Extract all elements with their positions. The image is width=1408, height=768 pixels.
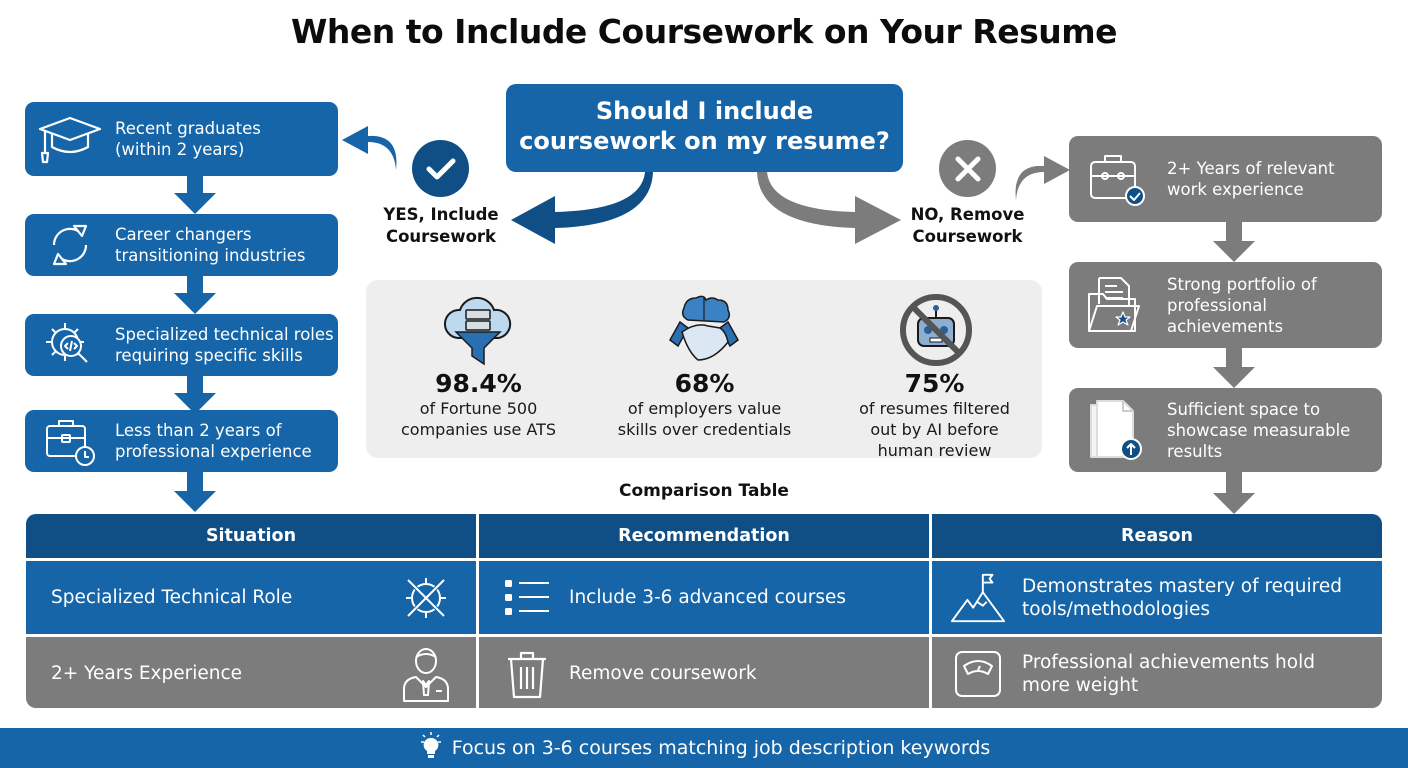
yes-item-specialized-roles: Specialized technical roles requiring spe…	[25, 314, 338, 376]
curved-arrow-right-icon	[1012, 154, 1072, 208]
cell-text: tools/methodologies	[1022, 598, 1211, 620]
item-text: professional experience	[115, 442, 312, 461]
comparison-table-title: Comparison Table	[619, 481, 789, 501]
stat-value: 68%	[674, 369, 735, 398]
comparison-table: Situation Recommendation Reason Speciali…	[26, 514, 1382, 708]
folder-star-icon	[1069, 262, 1167, 348]
down-arrow-icon	[174, 472, 216, 516]
item-text: requiring specific skills	[115, 346, 303, 365]
item-text: Career changers	[115, 225, 252, 244]
yes-item-less-than-2-years: Less than 2 years of professional experie…	[25, 410, 338, 472]
stat-desc: out by AI before	[870, 420, 999, 439]
item-text: Specialized technical roles	[115, 325, 334, 344]
item-text: results	[1167, 441, 1223, 461]
yes-item-recent-graduates: Recent graduates (within 2 years)	[25, 102, 338, 176]
stats-panel: 98.4% of Fortune 500 companies use ATS 6…	[366, 280, 1042, 460]
cell-text: Remove coursework	[569, 663, 757, 684]
stat-desc: of resumes filtered	[859, 399, 1010, 418]
header-situation: Situation	[26, 514, 476, 558]
cloud-server-funnel-icon	[440, 292, 516, 370]
question-text: coursework on my resume?	[519, 127, 890, 155]
weight-scale-icon	[950, 646, 1006, 702]
cell-text: Professional achievements hold	[1022, 651, 1315, 673]
tools-gear-icon	[398, 570, 454, 626]
item-text: transitioning industries	[115, 246, 306, 265]
question-text: Should I include	[595, 97, 814, 125]
stat-skills: 68% of employers value skills over crede…	[592, 280, 817, 458]
cell-text: 2+ Years Experience	[51, 663, 243, 684]
trash-can-icon	[499, 646, 555, 702]
no-label: NO, Remove Coursework	[900, 204, 1035, 248]
table-cell-situation: 2+ Years Experience	[26, 637, 476, 708]
stat-desc: of Fortune 500	[419, 399, 538, 418]
professional-person-icon	[398, 646, 454, 702]
cell-text: more weight	[1022, 674, 1139, 696]
down-arrow-icon	[1213, 348, 1255, 392]
stat-desc: companies use ATS	[400, 420, 557, 439]
yes-label: YES, Include Coursework	[376, 204, 506, 248]
brain-handshake-icon	[664, 292, 744, 372]
no-item-relevant-experience: 2+ Years of relevant work experience	[1069, 136, 1382, 222]
down-arrow-icon	[174, 176, 216, 218]
header-recommendation: Recommendation	[479, 514, 929, 558]
item-text: professional	[1167, 295, 1267, 315]
item-text: (within 2 years)	[115, 140, 245, 159]
footer-tip-bar: Focus on 3-6 courses matching job descri…	[0, 728, 1408, 768]
yes-label-text: Coursework	[385, 227, 497, 246]
cell-text: Include 3-6 advanced courses	[569, 587, 847, 608]
curved-arrow-no-icon	[755, 170, 905, 254]
table-cell-recommendation: Include 3-6 advanced courses	[479, 561, 929, 634]
yes-label-text: YES, Include	[383, 205, 499, 224]
footer-text: Focus on 3-6 courses matching job descri…	[451, 737, 991, 759]
item-text: work experience	[1167, 180, 1304, 199]
mountain-flag-icon	[950, 570, 1006, 626]
item-text: 2+ Years of relevant	[1167, 159, 1335, 178]
item-text: Strong portfolio of	[1167, 274, 1317, 294]
briefcase-clock-icon	[25, 410, 115, 472]
item-text: Less than 2 years of	[115, 421, 282, 440]
x-circle-icon	[939, 140, 996, 197]
stat-desc: of employers value	[627, 399, 782, 418]
central-question: Should I include coursework on my resume…	[506, 84, 903, 172]
table-cell-recommendation: Remove coursework	[479, 637, 929, 708]
stat-ai-filter: 75% of resumes filtered out by AI before…	[822, 280, 1047, 460]
stat-desc: skills over credentials	[617, 420, 792, 439]
down-arrow-icon	[1213, 472, 1255, 518]
gear-code-search-icon	[25, 314, 115, 376]
down-arrow-icon	[1213, 222, 1255, 266]
down-arrow-icon	[174, 276, 216, 318]
item-text: showcase measurable	[1167, 420, 1351, 440]
curved-arrow-yes-icon	[505, 170, 655, 254]
item-text: Recent graduates	[115, 119, 261, 138]
no-label-text: NO, Remove	[910, 205, 1025, 224]
document-upload-icon	[1069, 388, 1167, 472]
briefcase-check-icon	[1069, 136, 1167, 222]
graduation-cap-icon	[25, 102, 115, 176]
refresh-cycle-icon	[25, 214, 115, 276]
stat-ats: 98.4% of Fortune 500 companies use ATS	[366, 280, 591, 458]
stat-desc: human review	[877, 441, 992, 460]
checkmark-circle-icon	[412, 140, 469, 197]
item-text: Sufficient space to	[1167, 399, 1321, 419]
no-robot-icon	[898, 292, 974, 372]
curved-arrow-left-icon	[340, 124, 400, 178]
header-reason: Reason	[932, 514, 1382, 558]
no-label-text: Coursework	[912, 227, 1023, 246]
bullet-list-icon	[499, 570, 555, 626]
down-arrow-icon	[174, 376, 216, 418]
page-title: When to Include Coursework on Your Resum…	[290, 12, 1118, 51]
lightbulb-icon	[418, 731, 444, 765]
stat-value: 98.4%	[435, 369, 522, 398]
cell-text: Demonstrates mastery of required	[1022, 575, 1342, 597]
yes-item-career-changers: Career changers transitioning industries	[25, 214, 338, 276]
stat-value: 75%	[904, 369, 965, 398]
item-text: achievements	[1167, 316, 1284, 336]
cell-text: Specialized Technical Role	[51, 587, 293, 608]
table-cell-situation: Specialized Technical Role	[26, 561, 476, 634]
